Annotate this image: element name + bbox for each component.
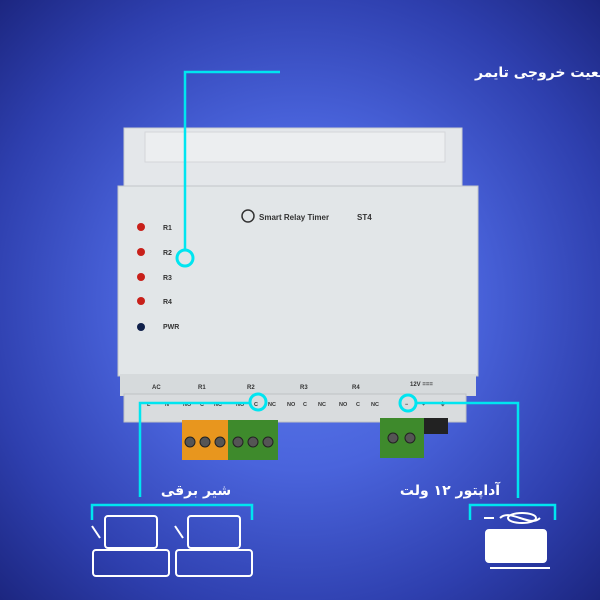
led-pwr — [137, 323, 145, 331]
power-adapter-icon — [484, 512, 550, 569]
terminal-label: C — [200, 402, 204, 408]
terminal-label: + — [422, 402, 425, 408]
led-r2 — [137, 248, 145, 256]
power-logo-icon — [241, 209, 255, 223]
led-label: R3 — [163, 275, 172, 282]
led-label: R2 — [163, 250, 172, 257]
terminal-label: ⏚ — [440, 401, 446, 408]
group-label: R4 — [352, 385, 360, 391]
adapter-callout-label: آداپتور ۱۲ ولت — [400, 481, 501, 499]
device-model: ST4 — [357, 213, 372, 222]
led-r3 — [137, 273, 145, 281]
terminal-label: NO — [287, 402, 296, 408]
terminal-label: C — [356, 402, 360, 408]
terminal-label: N — [165, 402, 169, 408]
valve-icon — [174, 515, 253, 577]
relay-device: Smart Relay Timer ST4 R1 R2 R3 R4 PWR AC… — [117, 127, 479, 460]
group-label: R3 — [300, 385, 308, 391]
terminal-label: NO — [339, 402, 348, 408]
group-label: R2 — [247, 385, 255, 391]
led-r4 — [137, 297, 145, 305]
group-label: 12V === — [410, 382, 433, 388]
led-label: R1 — [163, 225, 172, 232]
led-r1 — [137, 223, 145, 231]
led-label: R4 — [163, 299, 172, 306]
terminal-label: NO — [183, 402, 192, 408]
terminal-label: NO — [236, 402, 245, 408]
group-label: R1 — [198, 385, 206, 391]
device-brand: Smart Relay Timer — [259, 213, 329, 222]
led-indicators: R1 R2 R3 R4 PWR — [137, 223, 179, 331]
valve-icon — [91, 515, 170, 577]
callout-lines — [90, 70, 557, 520]
led-callout-label: LED وضعیت خروجی تایمر — [474, 65, 600, 81]
terminal-label: NC — [318, 402, 326, 408]
group-label: AC — [152, 385, 161, 391]
valve-callout-label: شیر برقی — [161, 483, 231, 499]
terminal-label: − — [405, 402, 408, 408]
terminal-label: L — [147, 402, 151, 408]
terminal-label: NC — [214, 402, 222, 408]
solenoid-valve-icons — [91, 515, 253, 577]
terminal-label: C — [254, 402, 258, 408]
power-terminal-block — [380, 418, 424, 458]
terminal-label: C — [303, 402, 307, 408]
terminal-label: NC — [268, 402, 276, 408]
terminal-label: NC — [371, 402, 379, 408]
led-label: PWR — [163, 324, 179, 331]
